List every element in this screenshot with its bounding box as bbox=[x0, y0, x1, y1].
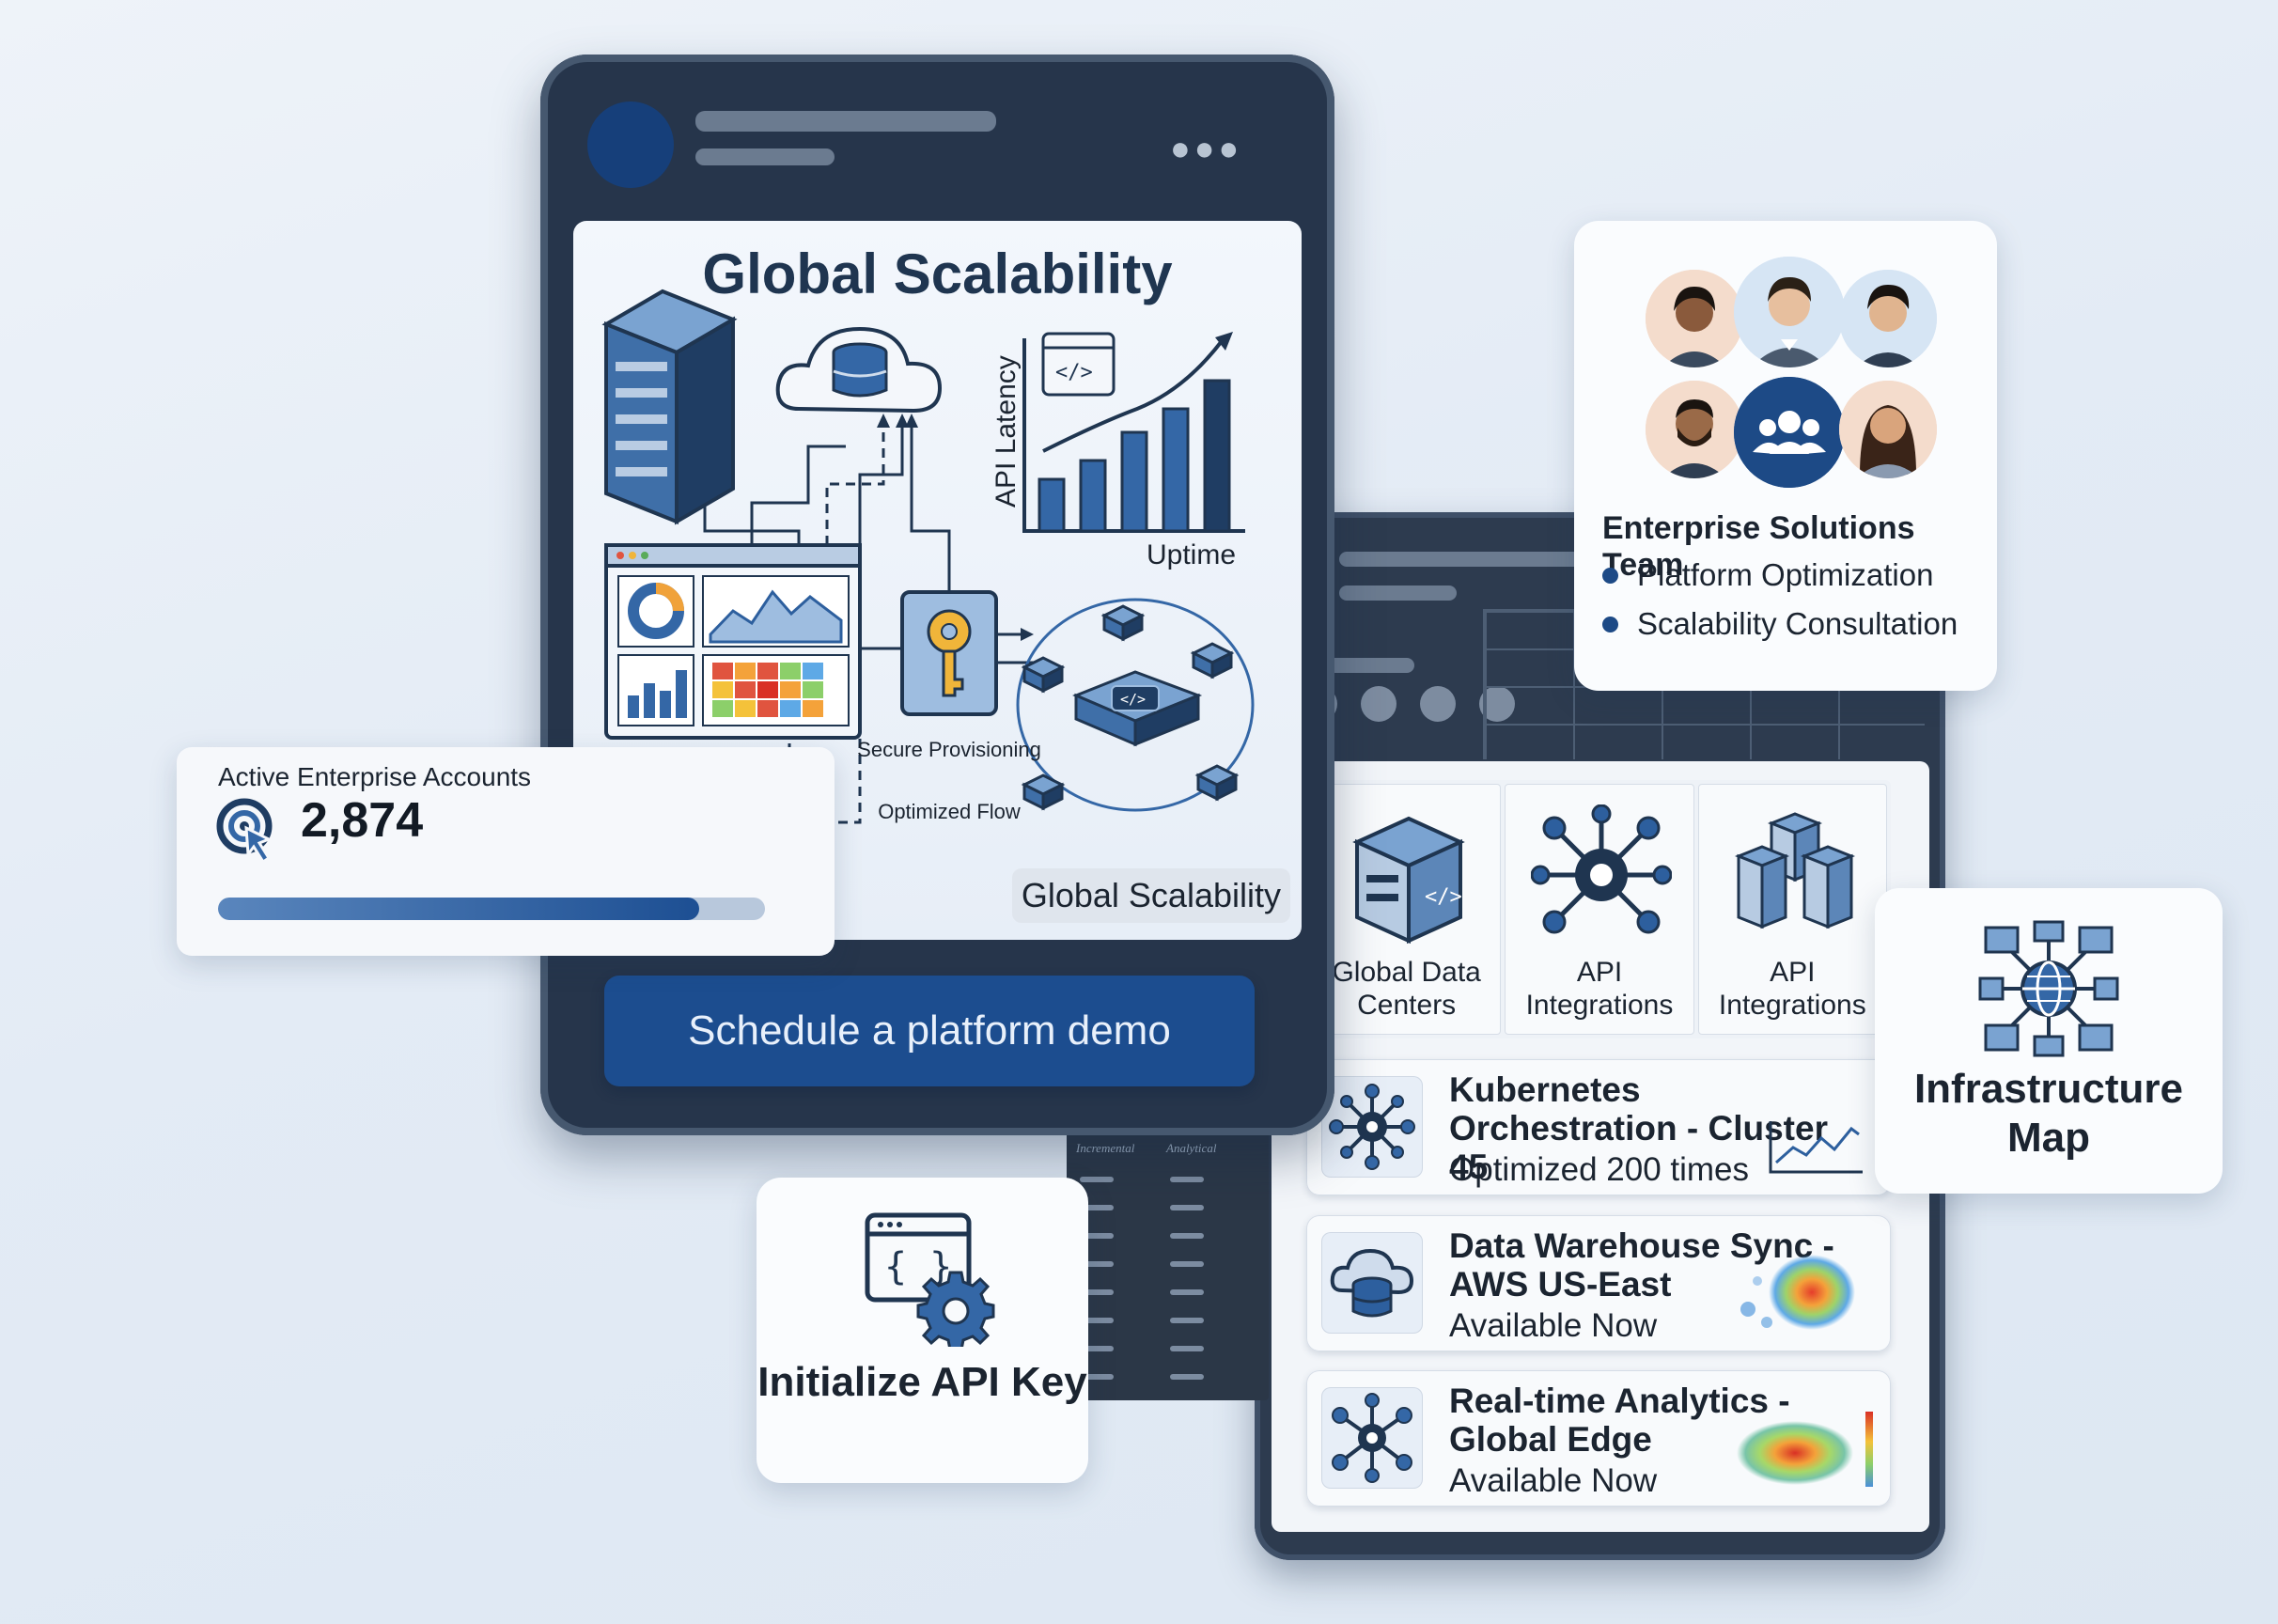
table-cell-placeholder bbox=[1170, 1289, 1204, 1295]
list-item-data-warehouse[interactable]: Data Warehouse Sync - AWS US-East Availa… bbox=[1306, 1215, 1891, 1351]
accounts-label: Active Enterprise Accounts bbox=[218, 762, 532, 791]
carousel-dot[interactable] bbox=[1420, 686, 1456, 722]
chart-x-label: Uptime bbox=[1147, 539, 1236, 570]
code-settings-icon: { } bbox=[865, 1212, 995, 1347]
table-header: Analytical bbox=[1166, 1141, 1217, 1155]
tile-api-integrations-2[interactable]: API Integrations bbox=[1697, 784, 1887, 1035]
hero-title: Global Scalability bbox=[702, 242, 1173, 305]
list-item-title: Real-time Analytics - Global Edge bbox=[1449, 1382, 1790, 1459]
more-options-icon[interactable]: ●●● bbox=[1170, 129, 1243, 167]
service-tiles: </> Global Data Centers API Integrations bbox=[1308, 780, 1891, 1038]
optimized-flow-label: Optimized Flow bbox=[878, 800, 1021, 823]
initialize-api-key-label: Initialize API Key bbox=[757, 1359, 1087, 1405]
trend-line-icon bbox=[1769, 1121, 1863, 1174]
list-item-title: Data Warehouse Sync - AWS US-East bbox=[1449, 1226, 1834, 1304]
tile-label: API Integrations bbox=[1525, 957, 1674, 1021]
table-cell-placeholder bbox=[1080, 1289, 1114, 1295]
hero-tag: Global Scalability bbox=[1011, 868, 1290, 923]
table-cell-placeholder bbox=[1170, 1205, 1204, 1210]
bullet-icon bbox=[1602, 567, 1618, 584]
svg-text:</>: </> bbox=[1055, 361, 1093, 384]
table-cell-placeholder bbox=[1170, 1261, 1204, 1267]
infrastructure-map-card[interactable]: Infrastructure Map bbox=[1875, 888, 2223, 1194]
list-item-subtitle: Available Now bbox=[1449, 1307, 1658, 1344]
header-placeholder-bar bbox=[1339, 552, 1593, 567]
bullet-icon bbox=[1602, 616, 1618, 632]
team-member-avatar bbox=[1839, 270, 1937, 367]
list-item-realtime-analytics[interactable]: Real-time Analytics - Global Edge Availa… bbox=[1306, 1370, 1891, 1507]
chart-y-label: API Latency bbox=[991, 355, 1022, 508]
analytics-table: Incremental Analytical bbox=[1067, 1128, 1269, 1400]
initialize-api-key-card[interactable]: { } Initialize API Key bbox=[757, 1178, 1088, 1483]
team-service-item: Scalability Consultation bbox=[1602, 606, 1958, 642]
table-cell-placeholder bbox=[1080, 1374, 1114, 1380]
team-member-avatar bbox=[1734, 257, 1845, 367]
carousel-dot[interactable] bbox=[1361, 686, 1396, 722]
tile-label: API Integrations bbox=[1718, 957, 1866, 1021]
team-service-item: Platform Optimization bbox=[1602, 557, 1958, 593]
heatmap-blob-icon bbox=[1740, 1255, 1855, 1330]
list-item-kubernetes[interactable]: Kubernetes Orchestration - Cluster 45 Op… bbox=[1306, 1059, 1891, 1195]
active-accounts-card: Active Enterprise Accounts 2,874 bbox=[177, 747, 835, 956]
table-cell-placeholder bbox=[1080, 1205, 1114, 1210]
thumbnail bbox=[1321, 1387, 1423, 1489]
infrastructure-map-label: Infrastructure Map bbox=[1913, 1066, 2184, 1161]
team-member-avatar bbox=[1839, 381, 1937, 478]
team-member-avatar bbox=[1646, 381, 1743, 478]
svg-text:</>: </> bbox=[1120, 691, 1146, 708]
tile-api-integrations[interactable]: API Integrations bbox=[1505, 784, 1694, 1035]
profile-avatar[interactable] bbox=[587, 102, 674, 188]
table-cell-placeholder bbox=[1080, 1318, 1114, 1323]
thumbnail bbox=[1321, 1232, 1423, 1334]
schedule-demo-button[interactable]: Schedule a platform demo bbox=[604, 976, 1255, 1086]
team-group-icon bbox=[1734, 377, 1845, 488]
tile-label: Global Data Centers bbox=[1332, 957, 1481, 1021]
svg-text:{ }: { } bbox=[884, 1245, 952, 1288]
scalability-illustration: </> bbox=[601, 289, 1255, 824]
accounts-progress-bar bbox=[218, 898, 765, 920]
header-placeholder-bar bbox=[695, 111, 996, 132]
table-cell-placeholder bbox=[1080, 1346, 1114, 1351]
table-cell-placeholder bbox=[1170, 1233, 1204, 1239]
team-member-avatar bbox=[1646, 270, 1743, 367]
team-services-list: Platform Optimization Scalability Consul… bbox=[1602, 557, 1958, 655]
accounts-value: 2,874 bbox=[301, 793, 424, 848]
network-hub-icon bbox=[1332, 1393, 1412, 1483]
table-cell-placeholder bbox=[1170, 1374, 1204, 1380]
server-cluster-icon bbox=[1734, 812, 1855, 929]
table-cell-placeholder bbox=[1080, 1177, 1114, 1182]
tile-global-data-centers[interactable]: </> Global Data Centers bbox=[1312, 784, 1502, 1035]
list-item-title: Kubernetes Orchestration - Cluster 45 bbox=[1449, 1070, 1828, 1186]
cluster-network-icon bbox=[1329, 1084, 1415, 1170]
table-cell-placeholder bbox=[1170, 1318, 1204, 1323]
server-rack-icon: </> bbox=[1352, 816, 1465, 945]
table-cell-placeholder bbox=[1080, 1261, 1114, 1267]
enterprise-team-card: Enterprise Solutions Team Platform Optim… bbox=[1574, 221, 1997, 691]
table-cell-placeholder bbox=[1080, 1233, 1114, 1239]
cloud-database-icon bbox=[1330, 1248, 1414, 1318]
table-cell-placeholder bbox=[1170, 1346, 1204, 1351]
network-gear-icon bbox=[1531, 804, 1673, 934]
table-header: Incremental bbox=[1076, 1141, 1135, 1155]
header-placeholder-bar bbox=[1339, 586, 1457, 601]
svg-text:</>: </> bbox=[1425, 885, 1462, 909]
team-title: Enterprise Solutions Team bbox=[1602, 510, 1915, 583]
header-placeholder-bar bbox=[695, 148, 835, 165]
thumbnail bbox=[1321, 1076, 1423, 1178]
list-item-subtitle: Optimized 200 times bbox=[1449, 1151, 1750, 1188]
heatmap-legend-icon bbox=[1737, 1412, 1873, 1487]
list-item-subtitle: Available Now bbox=[1449, 1462, 1658, 1499]
target-cursor-icon bbox=[216, 798, 273, 865]
header-placeholder-bar bbox=[1311, 658, 1414, 673]
secure-provisioning-label: Secure Provisioning bbox=[857, 738, 1041, 761]
table-cell-placeholder bbox=[1170, 1177, 1204, 1182]
globe-network-icon bbox=[1978, 920, 2119, 1057]
accounts-progress-fill bbox=[218, 898, 700, 920]
